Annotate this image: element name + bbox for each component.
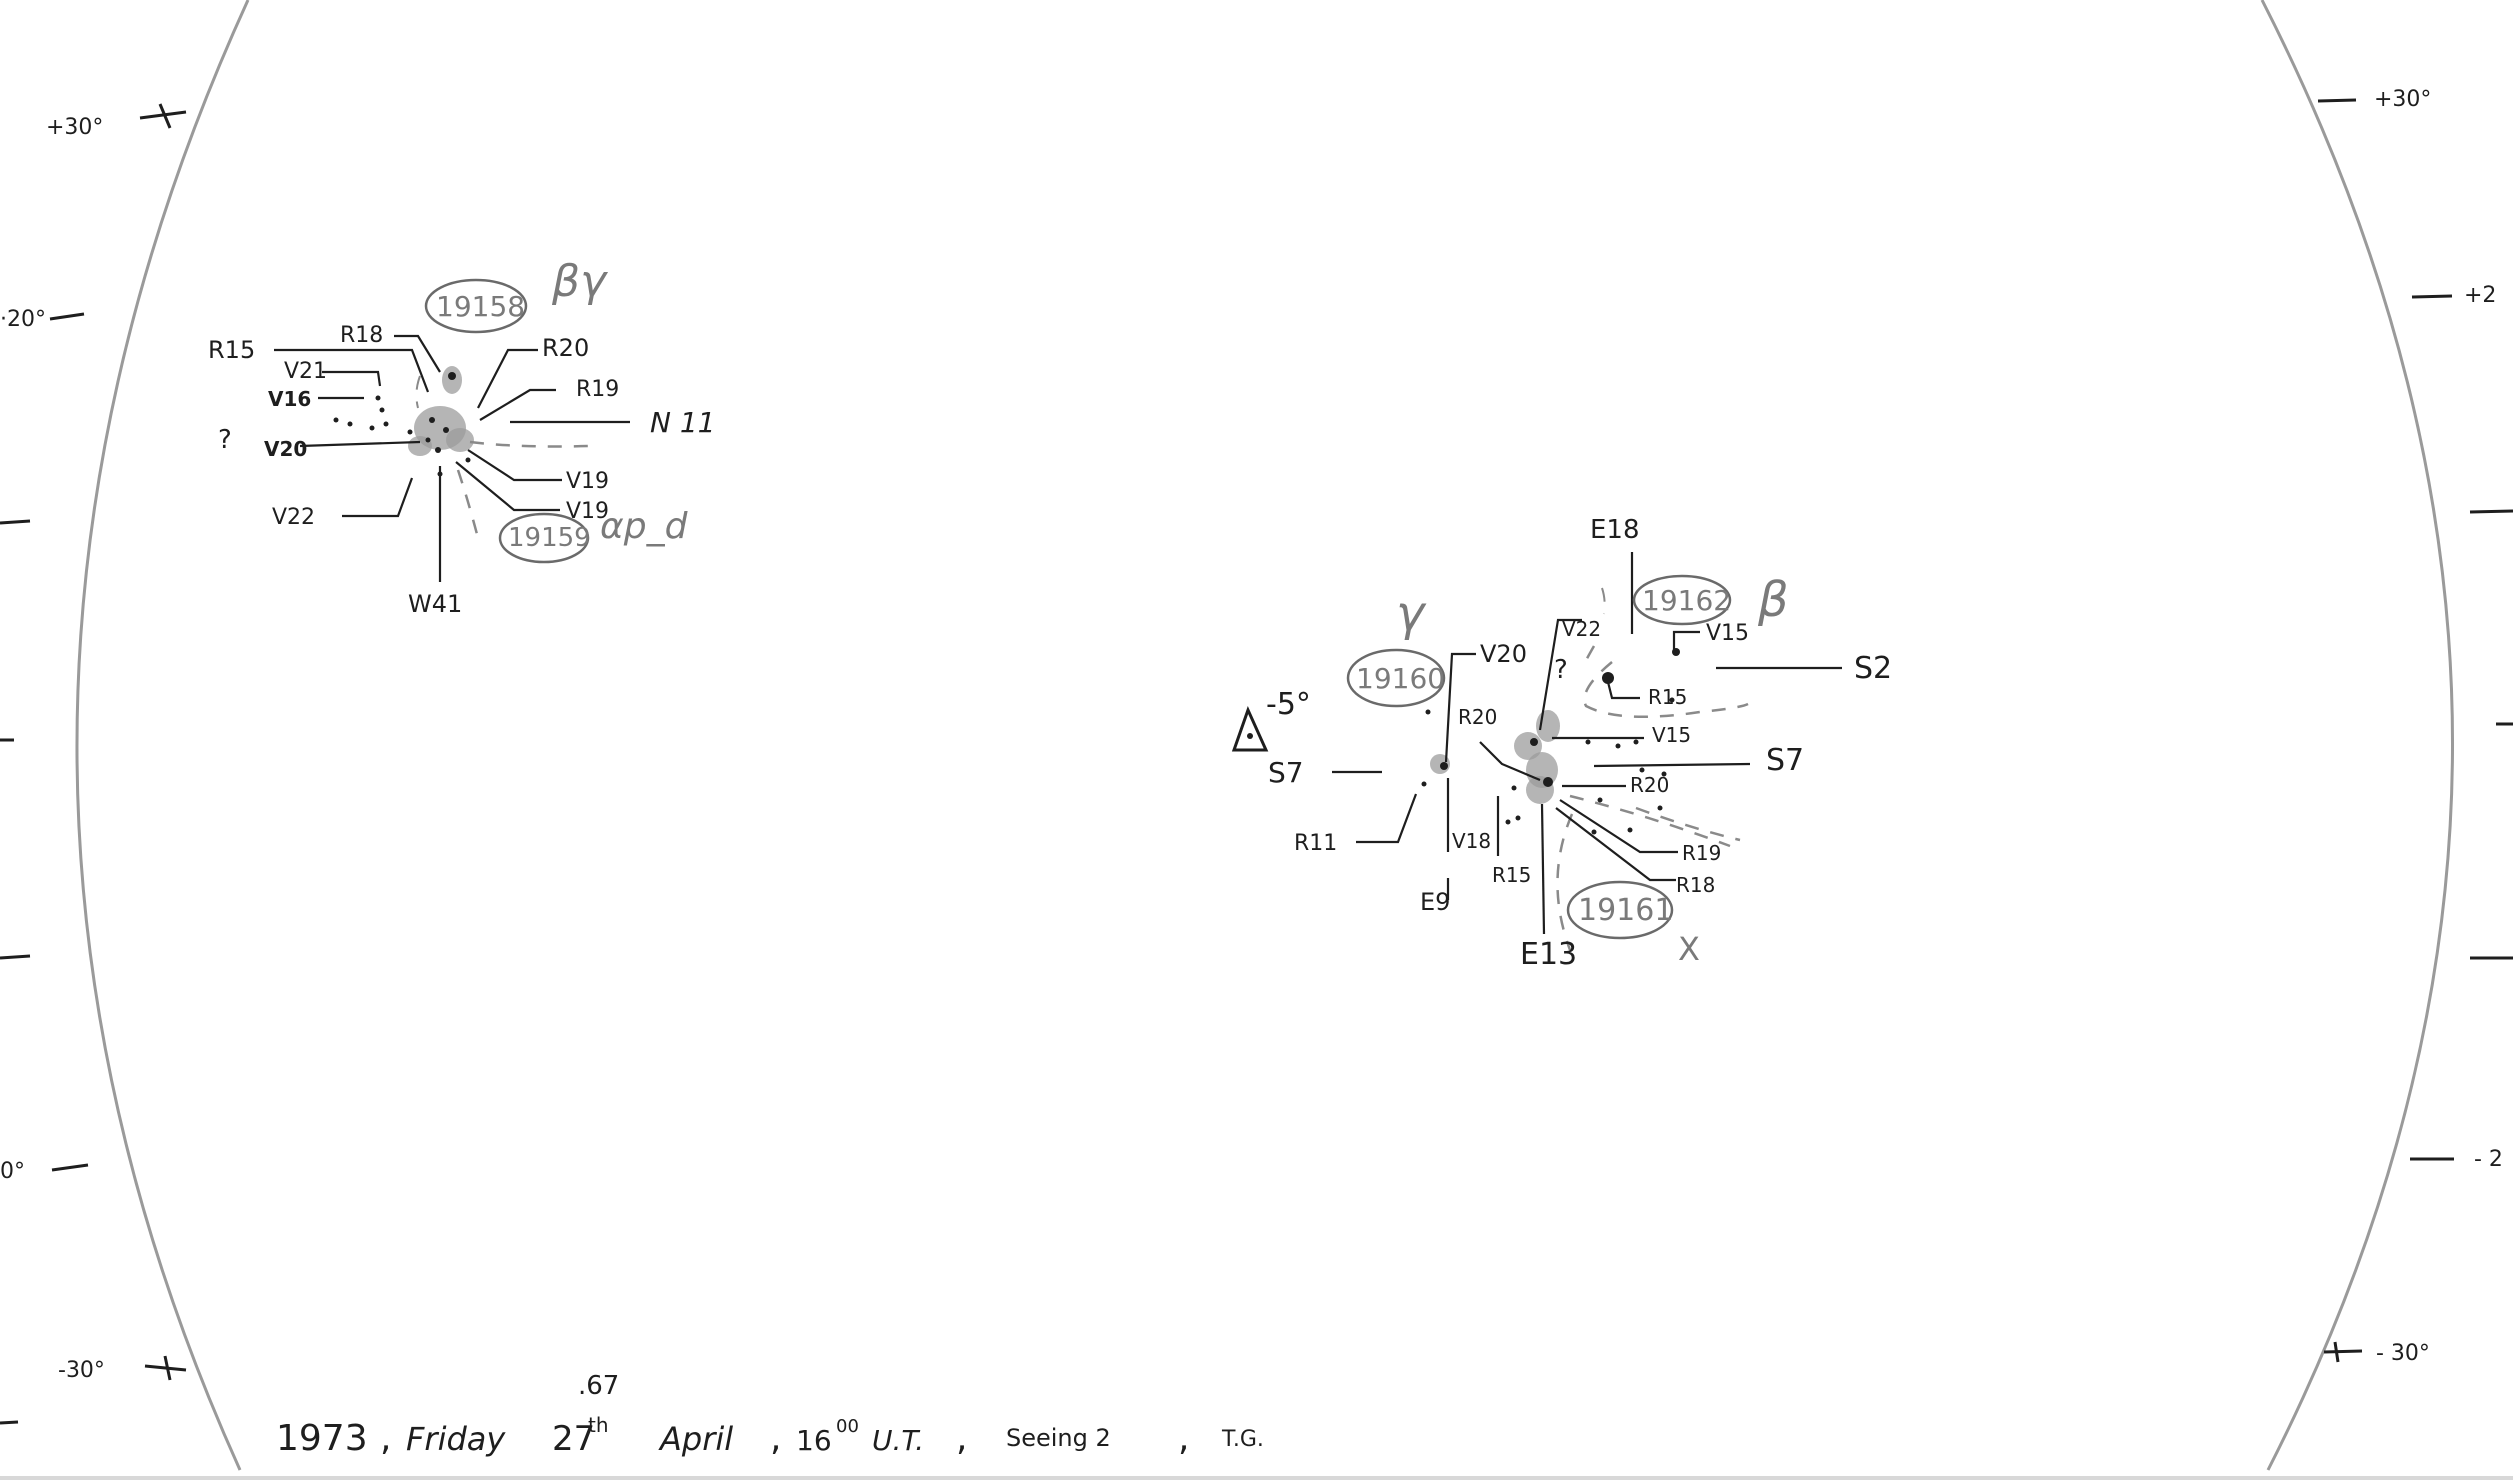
spot-cluster-right [1421,648,1680,835]
sunspot-group-left: R15 R18 R20 R19 V21 V16 ? V20 N 11 V19 V… [208,256,715,618]
lat-right-minus20: - 2 [2474,1147,2503,1172]
label-r20a: R20 [1458,705,1497,729]
lat-left-zero: 0° [0,1159,25,1184]
latitude-ticks-right [2317,98,2513,1363]
footer-day: Friday [406,1420,506,1458]
region-19161: 19161 [1578,893,1673,928]
label-r19-right: R19 [1682,841,1721,865]
disk-limb-right [2260,0,2454,1471]
label-e9: E9 [1420,888,1450,916]
label-r20: R20 [542,334,589,362]
footer-ut: U.T. [872,1424,924,1457]
region-19159-oval [498,512,590,564]
label-r15b: R15 [1492,863,1531,887]
region-19160-oval [1346,648,1446,708]
disk-limb-left [75,0,250,1471]
label-r15a: R15 [1648,685,1687,709]
footer-sep-4: , [1178,1418,1189,1459]
label-s7b: S7 [1766,743,1804,778]
label-v16: V16 [268,387,311,411]
label-s7a: S7 [1268,756,1304,789]
region-19159: 19159 [508,523,591,553]
footer-sep-2: , [770,1418,781,1459]
latitude-ticks-left [0,103,187,1425]
region-19162-oval [1632,574,1732,626]
footer-sep-1: , [380,1418,391,1459]
region-19159-class: αp_d [600,506,689,547]
label-n11: N 11 [650,406,715,439]
sunspot-group-right: E18 V22 V15 S2 V20 ? R15 V15 R20 S7 S7 R… [1231,515,1892,972]
region-19158-oval [424,278,528,334]
lat-left-plus20: ·20° [0,307,46,332]
spot-cluster-left [333,366,474,477]
region-19160: 19160 [1356,662,1445,695]
lat-left-plus30: +30° [46,115,103,140]
label-v20: V20 [264,437,307,461]
region-19162: 19162 [1642,584,1731,617]
label-e18: E18 [1590,515,1640,545]
footer-seeing: Seeing 2 [1006,1424,1111,1452]
label-r11: R11 [1294,831,1337,856]
region-19160-class: γ [1396,586,1427,642]
label-e13: E13 [1520,937,1577,972]
label-v15a: V15 [1706,621,1749,646]
label-v22-right: V22 [1562,617,1601,641]
footer-time: 16 [796,1424,832,1457]
label-v15b: V15 [1652,723,1691,747]
footer-year: 1973 [276,1418,368,1459]
footer-sep-3: , [956,1418,967,1459]
label-question-left: ? [218,425,232,455]
region-19162-class: β [1757,572,1789,628]
footer-date-sup: th [588,1413,609,1437]
label-r15: R15 [208,336,255,364]
label-s2: S2 [1854,651,1892,686]
label-v21: V21 [284,359,327,384]
observation-footer: 1973 , Friday 27 th .67 April , 16 00 U.… [276,1371,1264,1459]
region-19161-oval [1566,880,1674,940]
reference-triangle [1231,705,1269,752]
label-r20b: R20 [1630,773,1669,797]
label-question-right: ? [1554,655,1568,685]
footer-time-sup: 00 [836,1416,859,1437]
label-r18-right: R18 [1676,873,1715,897]
label-v20-right: V20 [1480,640,1527,668]
label-v18: V18 [1452,829,1491,853]
region-19161-class: X [1678,930,1700,968]
label-r18: R18 [340,323,383,348]
region-19158-class: βγ [551,256,608,307]
label-v22: V22 [272,505,315,530]
lat-right-plus20: +2 [2464,283,2496,308]
label-v19a: V19 [566,469,609,494]
footer-initials: T.G. [1221,1427,1264,1452]
region-19158: 19158 [436,290,525,323]
label-w41: W41 [408,590,462,618]
lat-left-minus30: -30° [58,1358,105,1383]
footer-month: April [658,1420,733,1458]
footer-date-frac: .67 [578,1371,619,1401]
lat-right-plus30: +30° [2374,87,2431,112]
label-r19: R19 [576,377,619,402]
footer-date: 27 [552,1419,595,1459]
lat-right-minus30: - 30° [2376,1341,2430,1366]
label-minus5: -5° [1266,687,1311,722]
